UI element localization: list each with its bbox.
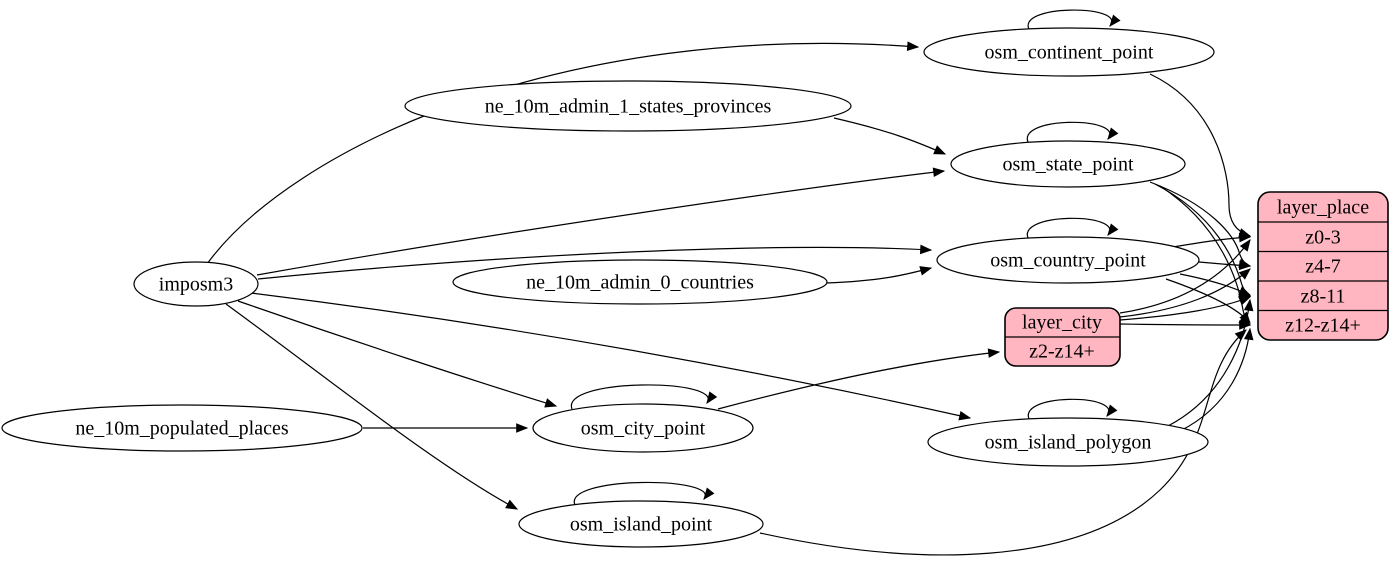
node-osm_city_point: osm_city_point: [532, 403, 754, 453]
ne_10m_populated_places-label: ne_10m_populated_places: [75, 418, 288, 440]
edge-ne_10m_admin_0_countries-to-osm_country_point: [825, 266, 933, 284]
node-layer_city: layer_city z2-z14+: [1004, 307, 1121, 367]
node-ne_10m_populated_places: ne_10m_populated_places: [1, 404, 363, 452]
osm_continent_point-label: osm_continent_point: [985, 42, 1154, 64]
osm_country_point-shape: [936, 236, 1200, 284]
edge-layer_city-to-layer_place-z8-11: [1119, 296, 1252, 321]
osm_city_point-shape: [532, 403, 754, 453]
self-loop-osm_city_point: [571, 384, 718, 410]
edge-imposm3-to-osm_state_point: [256, 167, 946, 276]
layer_place-row-z0-3: z0-3: [1305, 227, 1341, 249]
ne_10m_admin_0_countries-label: ne_10m_admin_0_countries: [526, 272, 754, 294]
edge-osm_continent_point-to-layer_place-z0-3: [1149, 73, 1252, 238]
edge-imposm3-to-osm_island_point: [225, 303, 519, 510]
self-loop-osm_continent_point: [1027, 9, 1121, 32]
node-osm_continent_point: osm_continent_point: [923, 27, 1215, 77]
layer_place-shape: [1257, 191, 1389, 341]
imposm3-label: imposm3: [159, 274, 233, 296]
layer_place-row-z4-7: z4-7: [1305, 256, 1341, 278]
edge-ne_10m_admin_1_states_provinces-to-osm_state_point: [833, 117, 947, 155]
node-osm_country_point: osm_country_point: [936, 236, 1200, 284]
osm_continent_point-shape: [923, 27, 1215, 77]
node-ne_10m_admin_1_states_provinces: ne_10m_admin_1_states_provinces: [404, 80, 852, 132]
self-loop-osm_island_polygon: [1027, 398, 1118, 422]
node-layer: imposm3 ne_10m_admin_1_states_provinces …: [1, 27, 1389, 548]
osm_state_point-label: osm_state_point: [1002, 154, 1134, 176]
edge-imposm3-to-osm_island_polygon: [250, 292, 972, 421]
self-loop-osm_island_point: [574, 481, 715, 506]
ne_10m_admin_1_states_provinces-label: ne_10m_admin_1_states_provinces: [485, 96, 772, 118]
self-loop-osm_country_point: [1026, 217, 1119, 241]
edge-osm_country_point-to-layer_place-z8-11: [1179, 273, 1252, 296]
osm_island_point-shape: [518, 500, 764, 548]
layer_place-title: layer_place: [1277, 197, 1369, 219]
edge-imposm3-to-osm_city_point: [237, 300, 558, 408]
osm_country_point-label: osm_country_point: [990, 250, 1146, 272]
edge-layer: [206, 9, 1254, 556]
osm_island_point-label: osm_island_point: [570, 514, 713, 536]
edge-imposm3-to-osm_continent_point: [206, 41, 920, 265]
ne_10m_admin_0_countries-shape: [452, 259, 828, 305]
edge-imposm3-to-osm_country_point: [257, 244, 933, 280]
layer_city-title: layer_city: [1022, 312, 1102, 334]
osm_island_polygon-shape: [927, 417, 1209, 467]
node-osm_island_point: osm_island_point: [518, 500, 764, 548]
edge-osm_country_point-to-layer_place-z0-3: [1172, 232, 1252, 248]
edge-osm_island_point-to-layer_place-z12-z14: [759, 329, 1247, 556]
edge-layer_city-to-layer_place-z12-z14: [1119, 320, 1252, 330]
ne_10m_populated_places-shape: [1, 404, 363, 452]
edge-osm_island_polygon-to-layer_place-z8-11: [1167, 298, 1254, 427]
osm_island_polygon-label: osm_island_polygon: [985, 432, 1152, 454]
layer_place-row-z12-z14: z12-z14+: [1285, 315, 1361, 337]
layer_city-row-z2-z14: z2-z14+: [1029, 341, 1095, 363]
self-loop-osm_state_point: [1026, 121, 1119, 145]
ne_10m_admin_1_states_provinces-shape: [404, 80, 852, 132]
node-imposm3: imposm3: [133, 261, 259, 307]
imposm3-shape: [133, 261, 259, 307]
node-osm_state_point: osm_state_point: [950, 140, 1186, 188]
node-ne_10m_admin_0_countries: ne_10m_admin_0_countries: [452, 259, 828, 305]
edge-layer_city-to-layer_place-z4-7: [1119, 268, 1251, 318]
edge-osm_city_point-to-layer_city-z2-z14: [717, 348, 1001, 410]
node-layer_place: layer_place z0-3 z4-7 z8-11 z12-z14+: [1257, 191, 1389, 341]
osm_state_point-shape: [950, 140, 1186, 188]
node-osm_island_polygon: osm_island_polygon: [927, 417, 1209, 467]
layer_place-row-z8-11: z8-11: [1301, 286, 1346, 308]
osm_city_point-label: osm_city_point: [581, 418, 706, 440]
edge-osm_country_point-to-layer_place-z4-7: [1198, 260, 1252, 271]
edge-osm_island_polygon-to-layer_place-z12-z14: [1179, 327, 1254, 432]
edge-layer_city-to-layer_place-z0-3: [1119, 239, 1251, 314]
